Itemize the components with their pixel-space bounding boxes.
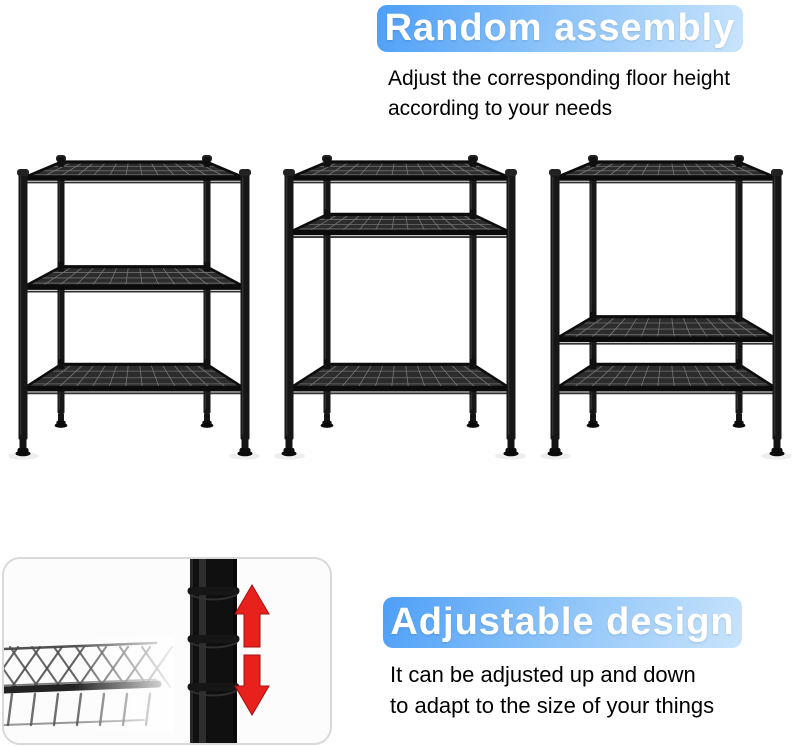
description-line: It can be adjusted up and down xyxy=(390,662,696,687)
random-assembly-badge: Random assembly xyxy=(377,5,743,52)
pole-closeup-graphic xyxy=(4,559,270,743)
pole-adjustment-panel xyxy=(2,557,332,745)
down-arrow-icon xyxy=(234,654,270,716)
description-line: according to your needs xyxy=(388,97,613,120)
wire-shelf-fragment xyxy=(4,637,174,733)
random-assembly-title: Random assembly xyxy=(384,7,736,49)
shelving-unit-upper-shelf-raised xyxy=(275,152,525,462)
up-arrow-icon xyxy=(234,584,270,648)
description-line: Adjust the corresponding floor height xyxy=(388,67,731,90)
shelving-unit-graphic xyxy=(275,155,525,460)
adjustable-design-badge: Adjustable design xyxy=(383,597,742,648)
description-line: to adapt to the size of your things xyxy=(390,693,715,718)
adjustable-design-title: Adjustable design xyxy=(390,601,735,643)
shelving-units-row xyxy=(0,152,800,472)
adjustable-design-description: It can be adjusted up and down to adapt … xyxy=(390,659,714,721)
adjustable-pole xyxy=(187,559,240,743)
random-assembly-description: Adjust the corresponding floor height ac… xyxy=(388,64,730,124)
shelving-unit-lower-shelves-close xyxy=(541,152,791,462)
shelving-unit-graphic xyxy=(541,155,791,460)
shelving-unit-even-spacing xyxy=(9,152,259,462)
shelving-unit-graphic xyxy=(9,155,259,460)
